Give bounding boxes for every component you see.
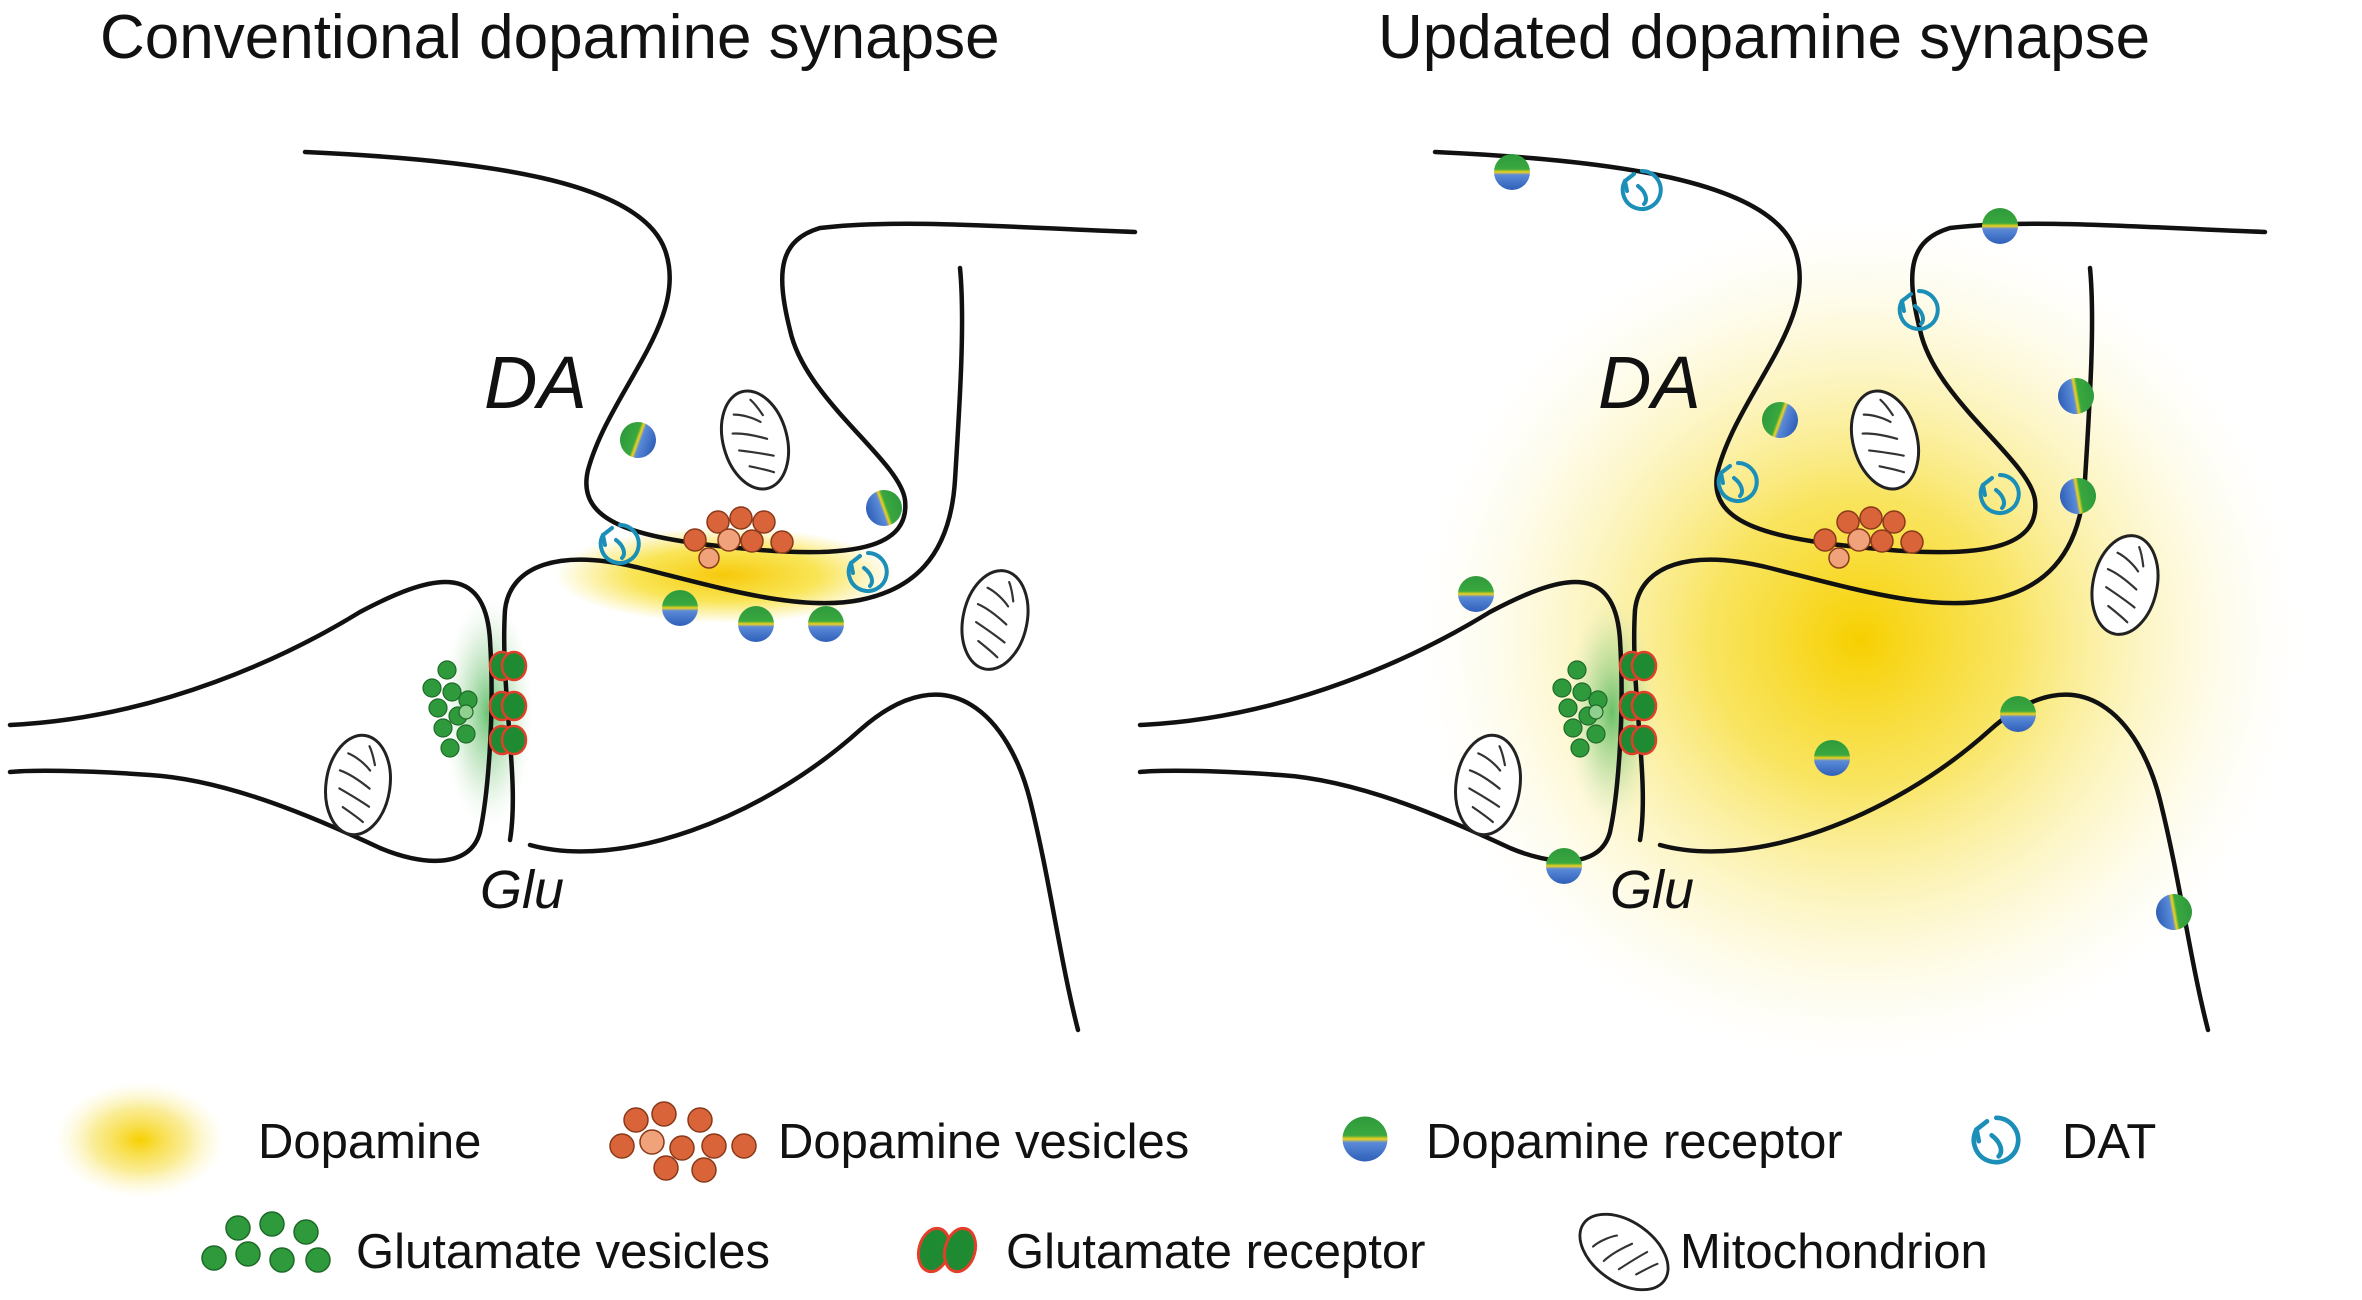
dendrite-membrane-left <box>527 692 1081 1033</box>
glutamate-receptor-right-4 <box>1630 690 1658 722</box>
legend-glutamate-vesicles-label: Glutamate vesicles <box>356 1225 770 1279</box>
legend-glutamate-vesicles-swatch <box>201 1211 331 1273</box>
legend-dat-swatch <box>1974 1118 2018 1162</box>
dopamine-vesicles-left <box>683 506 794 569</box>
dopamine-receptor-right-2 <box>1982 208 2018 244</box>
glu-label-right: Glu <box>1610 860 1694 920</box>
left-panel: DA Glu <box>7 149 1138 1033</box>
da-label-left: DA <box>484 341 587 424</box>
da-terminal-membrane-left <box>302 149 1138 555</box>
glu-terminal-membrane-left <box>7 579 494 864</box>
dopamine-receptor-right-9 <box>1546 848 1582 884</box>
legend-mitochondrion-label: Mitochondrion <box>1680 1225 1988 1279</box>
dopamine-receptor-left-3 <box>662 590 698 626</box>
legend-dopamine-receptor-swatch <box>1342 1116 1388 1162</box>
legend-glutamate-receptor-swatch <box>916 1226 978 1274</box>
legend-dopamine-vesicles-label: Dopamine vesicles <box>778 1115 1189 1169</box>
dopamine-receptor-right-8 <box>2000 696 2036 732</box>
glutamate-receptor-left-6 <box>500 724 528 756</box>
glu-label-left: Glu <box>480 860 564 920</box>
right-panel: DA Glu <box>1137 149 2300 1060</box>
dopamine-receptor-right-6 <box>1458 576 1494 612</box>
mitochondrion-left-3 <box>317 729 399 841</box>
dat-right-1 <box>1620 169 1663 211</box>
dopamine-receptor-left-1 <box>614 416 662 464</box>
glutamate-vesicles-right <box>1552 660 1608 758</box>
legend-mitochondrion-swatch <box>1578 1212 1670 1292</box>
glu-terminal-membrane-right <box>1137 579 1624 864</box>
dopamine-receptor-left-4 <box>738 606 774 642</box>
legend-dopamine-label: Dopamine <box>258 1115 481 1169</box>
legend-dopamine-vesicles-swatch <box>609 1101 757 1183</box>
dopamine-receptor-left-5 <box>808 606 844 642</box>
glutamate-receptor-right-2 <box>1630 650 1658 682</box>
dopamine-vesicles-right <box>1813 506 1924 569</box>
legend-dat-label: DAT <box>2062 1115 2156 1169</box>
glutamate-vesicles-left <box>422 660 478 758</box>
mitochondrion-left-2 <box>951 562 1039 678</box>
legend: Dopamine Dopamine vesicles Dopamine rece… <box>55 1082 2156 1292</box>
da-label-right: DA <box>1598 341 1701 424</box>
left-panel-title: Conventional dopamine synapse <box>100 3 1000 72</box>
dopamine-cloud-right <box>1420 220 2300 1060</box>
glutamate-receptor-right-6 <box>1630 724 1658 756</box>
mitochondrion-left-1 <box>709 381 801 499</box>
legend-glutamate-receptor-label: Glutamate receptor <box>1006 1225 1425 1279</box>
legend-dopamine-receptor-label: Dopamine receptor <box>1426 1115 1843 1169</box>
glutamate-receptor-left-2 <box>500 650 528 682</box>
right-panel-title: Updated dopamine synapse <box>1378 3 2150 72</box>
da-terminal-membrane-right <box>1432 149 2268 555</box>
glutamate-receptor-left-4 <box>500 690 528 722</box>
legend-dopamine-swatch <box>55 1082 225 1198</box>
dopamine-receptor-right-1 <box>1494 154 1530 190</box>
dopamine-receptor-right-7 <box>1814 740 1850 776</box>
